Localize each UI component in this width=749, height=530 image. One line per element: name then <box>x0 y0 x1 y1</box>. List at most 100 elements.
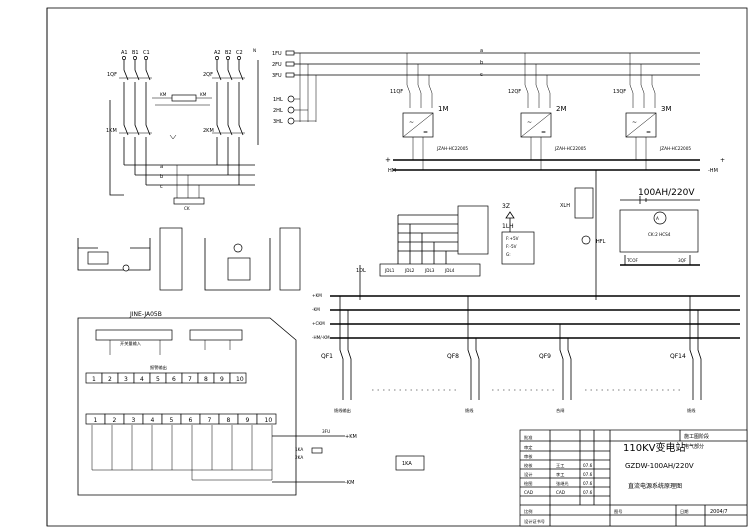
svg-text:=: = <box>423 129 428 136</box>
staff-2: 李工 <box>556 471 564 477</box>
fu2: 2FU <box>272 62 282 68</box>
dc-bus-hm: + HM + -HM <box>385 156 725 174</box>
hfl-label: HFL <box>596 239 606 245</box>
hl3: 3HL <box>273 119 283 125</box>
fu-3: 3FU <box>322 429 330 434</box>
m2-label: 2M <box>556 105 567 113</box>
feeder-text-1: 馈线输出 <box>334 407 351 414</box>
label-approved: 批准 <box>524 434 532 441</box>
svg-text:=: = <box>646 129 651 136</box>
terminal-number: 4 <box>151 417 155 424</box>
feeder-text-4: 馈线 <box>687 407 696 414</box>
bus-ckm: +CKM <box>312 321 325 326</box>
phase-a2: A2 <box>214 50 221 56</box>
z3-label: 3Z <box>502 203 510 210</box>
terminal-number: 9 <box>246 417 250 424</box>
title-block: 批准 审定 审核 校核 设计 绘图 CAD 比例 设计证书号 王工 07.6 李… <box>519 429 748 527</box>
qf12-label: 12QF <box>508 89 521 95</box>
km2-label: 2KM <box>203 128 214 134</box>
terminal-number: 10 <box>265 417 273 424</box>
ka-box: 1KA <box>402 461 412 467</box>
battery-section: 100AH/220V A CK:2 HCS4 TCOF 3QF 3Z 1LH F… <box>501 170 700 300</box>
label-date: 日期 <box>680 509 688 515</box>
staff-4: CAD <box>556 490 565 495</box>
svg-text:~: ~ <box>527 119 532 126</box>
svg-text:1DL: 1DL <box>356 268 366 274</box>
fu1: 1FU <box>272 51 282 57</box>
svg-text:G:: G: <box>506 252 511 257</box>
qf13-label: 13QF <box>613 89 626 95</box>
terminal-number: 9 <box>220 376 224 383</box>
svg-text:=: = <box>541 129 546 136</box>
auxiliary-circuits: JINE-JA05B <box>77 227 301 318</box>
svg-text:3QF: 3QF <box>678 258 687 263</box>
svg-text:KM: KM <box>160 92 167 97</box>
terminal-number: 4 <box>140 376 144 383</box>
svg-text:-KM: -KM <box>345 480 354 486</box>
battery-rating: 100AH/220V <box>638 188 695 198</box>
charger-model-1: JZAH-HC22005 <box>436 146 468 151</box>
staff-2-date: 07.6 <box>583 472 593 477</box>
m1-label: 1M <box>438 105 449 113</box>
svg-text:~: ~ <box>632 119 637 126</box>
svg-text:JDL4: JDL4 <box>444 268 455 273</box>
relay-2ka: 2KA <box>295 455 303 460</box>
svg-text:TCOF: TCOF <box>626 258 639 263</box>
label-cad: CAD <box>524 490 533 495</box>
svg-text:+: + <box>720 157 725 164</box>
alarm-box-title: 报警输出 <box>150 364 167 371</box>
date-value: 2004/7 <box>710 509 728 515</box>
bus-hm-km: -HM/-KM <box>312 335 330 340</box>
terminal-number: 5 <box>170 417 174 424</box>
svg-text:CK:2 HCS4: CK:2 HCS4 <box>648 232 671 237</box>
ac-distribution-bus: 1FU 2FU 3FU a b c 1HL 2HL 3HL <box>272 48 700 125</box>
terminal-number: 7 <box>208 417 212 424</box>
qf2-label: 2QF <box>203 72 213 78</box>
staff-1: 王工 <box>556 463 564 468</box>
hl1: 1HL <box>273 97 283 103</box>
main-bus-c: c <box>480 72 483 78</box>
phase-b2: B2 <box>225 50 232 56</box>
main-bus-b: b <box>480 60 483 66</box>
svg-text:~: ~ <box>409 119 414 126</box>
charger-model-2: JZAH-HC22005 <box>554 146 586 151</box>
terminal-number: 1 <box>94 417 98 424</box>
label-verified: 校核 <box>524 462 533 469</box>
xlh-label: XLH <box>560 203 570 209</box>
terminal-number: 6 <box>172 376 176 383</box>
svg-text:F:-5V: F:-5V <box>506 244 517 249</box>
terminal-number: 5 <box>156 376 160 383</box>
qf14-out: QF14 <box>670 353 686 360</box>
terminal-number: 7 <box>188 376 192 383</box>
svg-text:F:+5V: F:+5V <box>506 236 519 241</box>
svg-text:JDL2: JDL2 <box>404 268 415 273</box>
stage: 施工图阶段 <box>684 433 709 440</box>
terminal-number: 3 <box>132 417 136 424</box>
qf1-label: 1QF <box>107 72 117 78</box>
hl2: 2HL <box>273 108 283 114</box>
label-checked: 审核 <box>524 453 533 460</box>
label-reviewed: 审定 <box>524 444 532 451</box>
terminal-cell <box>256 413 277 425</box>
staff-4-date: 07.6 <box>583 490 593 495</box>
terminal-cell <box>229 372 247 384</box>
controller-model: JINE-JA05B <box>129 311 162 318</box>
label-project-no: 设计证书号 <box>524 518 545 525</box>
charger-modules: 11QF 12QF 13QF 1M 2M 3M ~= ~= ~= JZAH-HC… <box>390 53 691 170</box>
relay-1ka: 1KA <box>295 447 303 452</box>
svg-text:KM: KM <box>200 92 207 97</box>
qf9-out: QF9 <box>539 353 551 360</box>
terminal-number: 8 <box>227 417 231 424</box>
qf11-label: 11QF <box>390 89 403 95</box>
qf8-out: QF8 <box>447 353 459 360</box>
hm-plus: + <box>385 156 391 164</box>
dc-main-buses: +KM -KM +CKM -HM/-KM <box>312 293 740 340</box>
bus-b-label: b <box>160 174 163 180</box>
svg-text:CK: CK <box>184 206 190 211</box>
terminal-number: 6 <box>189 417 193 424</box>
output-feeders: QF1 QF8 QF9 QF14 馈线输出 馈线 合闸 馈线 <box>321 296 702 414</box>
